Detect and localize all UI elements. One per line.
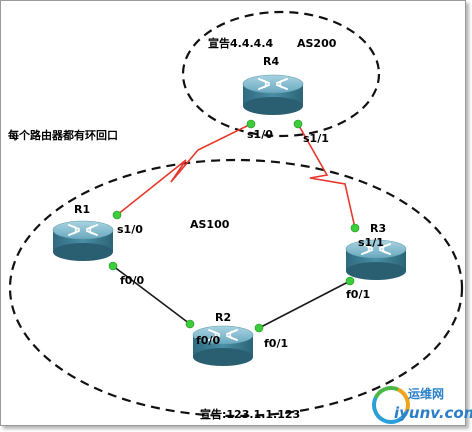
watermark-line1: 运维网 (408, 387, 445, 401)
router-r4-label: R4 (263, 55, 280, 68)
r1-s10-label: s1/0 (117, 223, 143, 236)
r2-f00-label: f0/0 (196, 334, 221, 347)
watermark-logo: 运维网 iyunv.com (366, 380, 472, 430)
port-dot-r3-f01 (345, 276, 355, 286)
port-dot-r3-s11 (350, 223, 360, 233)
r4-announcement-label: 宣告4.4.4.4 (208, 37, 274, 50)
router-r3-label: R3 (370, 222, 387, 235)
port-dot-r1-f00 (108, 261, 118, 271)
serial-link-r4-r1 (116, 123, 252, 216)
r4-s10-label: s1/0 (247, 128, 273, 141)
router-r2-label: R2 (215, 311, 232, 324)
as100-label: AS100 (190, 218, 230, 231)
port-dot-r1-s10 (112, 210, 122, 220)
watermark-line2: iyunv.com (394, 404, 472, 422)
r3-f01-label: f0/1 (346, 288, 371, 301)
as100-announcement-label: 宣告:123.1.1.123 (200, 408, 301, 421)
r3-s11-label: s1/1 (358, 236, 384, 249)
ethernet-link-r1-r2 (112, 265, 191, 325)
r2-f01-label: f0/1 (264, 337, 289, 350)
r1-f00-label: f0/0 (120, 274, 145, 287)
as200-boundary (181, 10, 381, 138)
serial-link-r4-r3 (297, 123, 356, 229)
port-dot-r4-s10 (246, 119, 256, 129)
port-dot-r2-f00 (185, 319, 195, 329)
router-r1-label: R1 (74, 203, 91, 216)
r4-s11-label: s1/1 (303, 132, 329, 145)
as200-label: AS200 (297, 37, 337, 50)
port-dot-r2-f01 (254, 323, 264, 333)
as100-boundary (8, 158, 464, 418)
router-r1-icon[interactable] (52, 220, 114, 262)
port-dot-r4-s11 (293, 119, 303, 129)
loopback-note: 每个路由器都有环回口 (8, 129, 118, 142)
ethernet-link-r2-r3 (258, 280, 351, 329)
router-r4-icon[interactable] (242, 74, 304, 116)
